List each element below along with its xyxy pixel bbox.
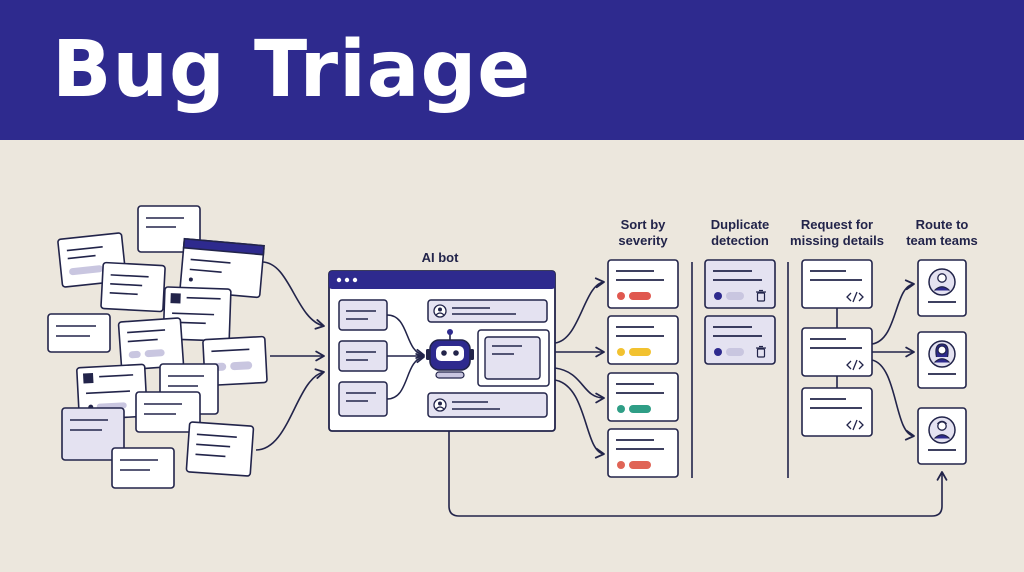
bot-message-bottom (427, 392, 548, 418)
duplicate-column (704, 259, 776, 365)
sort-label-line-2: severity (618, 233, 668, 248)
robot-icon (426, 329, 474, 379)
ai-bot-label: AI bot (422, 250, 459, 265)
severity-card-high (607, 315, 679, 365)
request-label-line-1: Request for (801, 217, 873, 232)
code-icon (846, 291, 864, 303)
route-column (917, 259, 967, 465)
details-request-card (801, 327, 873, 377)
bot-analysis-panel (477, 329, 550, 387)
severity-card-medium (607, 372, 679, 422)
user-avatar-icon (433, 304, 447, 318)
direct-route-arrow (448, 431, 948, 517)
bug-report-card (135, 391, 201, 433)
user-avatar-icon (433, 398, 447, 412)
queued-ticket (338, 299, 388, 331)
bug-report-card (185, 421, 255, 477)
team-card (917, 407, 967, 465)
severity-column (607, 259, 679, 478)
bot-message-top (427, 299, 548, 323)
bug-report-card (61, 407, 125, 461)
code-icon (846, 359, 864, 371)
intake-arrow (255, 368, 325, 451)
page-title: Bug Triage (52, 25, 532, 115)
bug-report-card (47, 313, 111, 353)
intake-arrow (261, 261, 325, 330)
team-card (917, 331, 967, 389)
person-icon (928, 268, 956, 296)
queued-ticket (338, 340, 388, 372)
sort-label-line-1: Sort by (621, 217, 667, 232)
ai-bot-window (328, 270, 556, 432)
details-request-card (801, 387, 873, 437)
severity-arrows (554, 277, 605, 459)
bug-report-card (179, 237, 265, 299)
bug-report-card (100, 261, 166, 313)
duplicate-card (704, 315, 776, 365)
bug-report-card (117, 317, 185, 371)
trash-icon (756, 345, 766, 358)
team-card (917, 259, 967, 317)
request-label-line-2: missing details (790, 233, 884, 248)
duplicate-label-line-2: detection (711, 233, 769, 248)
duplicate-card (704, 259, 776, 309)
missing-details-column (801, 259, 873, 437)
route-label-line-2: team teams (906, 233, 978, 248)
bug-report-card (111, 447, 175, 489)
person-icon (928, 416, 956, 444)
trash-icon (756, 289, 766, 302)
person-icon (928, 340, 956, 368)
severity-card-low (607, 428, 679, 478)
title-banner: Bug Triage (0, 0, 1024, 140)
severity-card-critical (607, 259, 679, 309)
queued-ticket (338, 381, 388, 417)
intake-arrows (255, 261, 325, 451)
details-request-card (801, 259, 873, 309)
duplicate-label-line-1: Duplicate (711, 217, 770, 232)
route-label-line-1: Route to (916, 217, 969, 232)
incoming-bug-reports (47, 205, 268, 489)
routing-arrows (871, 279, 915, 441)
code-icon (846, 419, 864, 431)
